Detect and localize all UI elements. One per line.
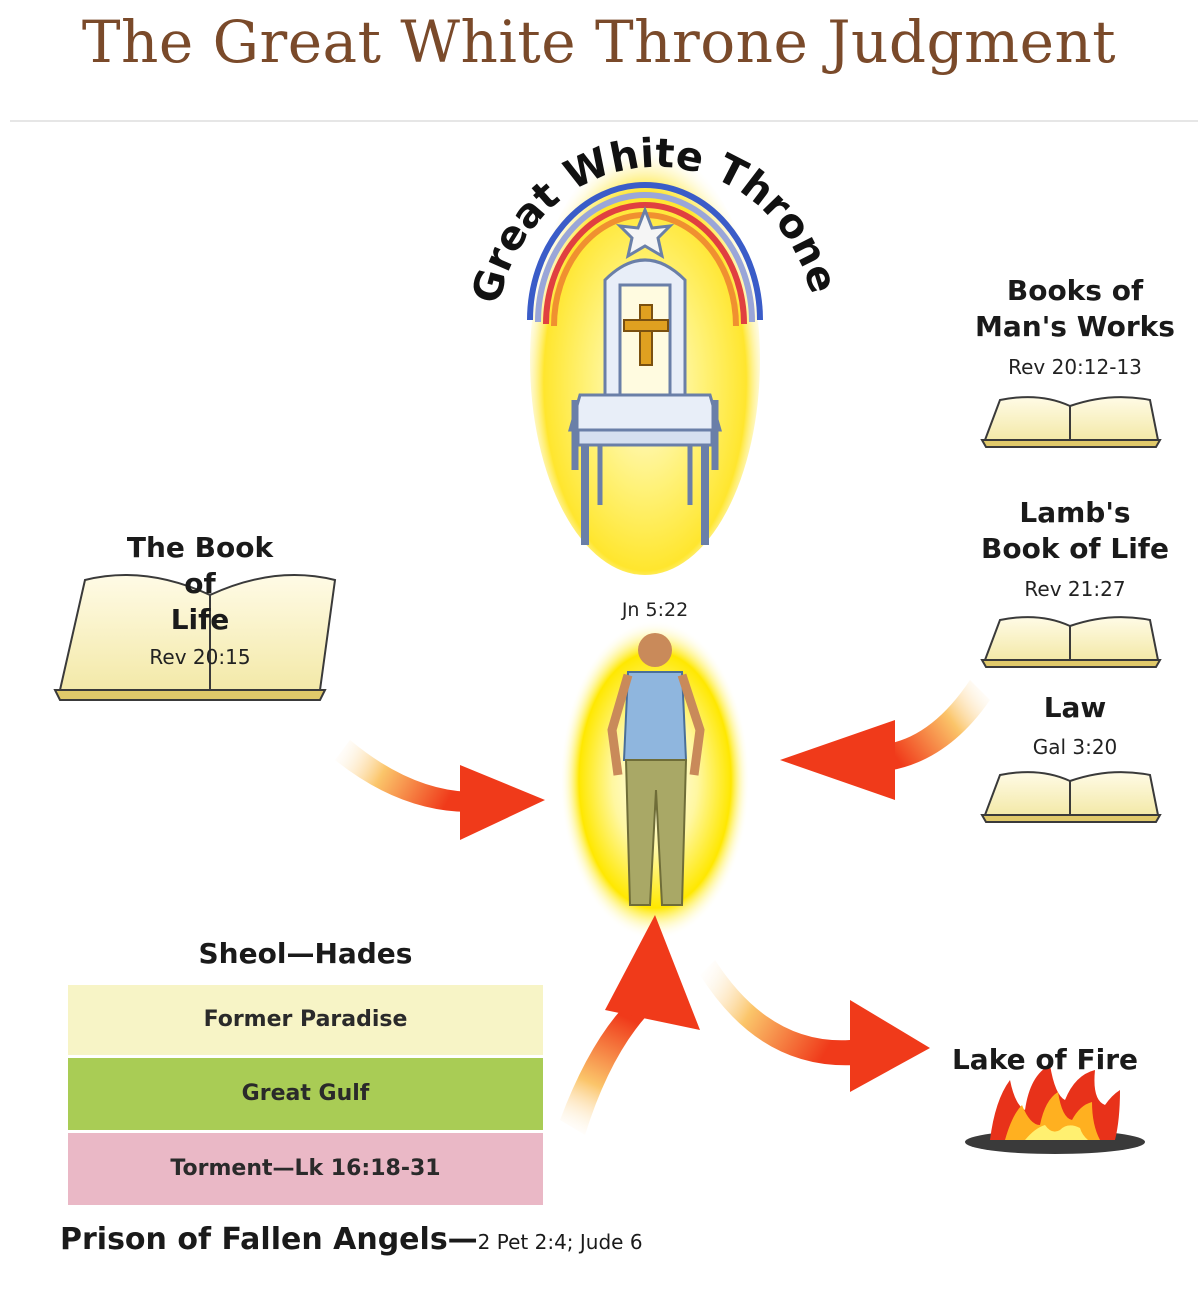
prison-label-text: Prison of Fallen Angels— — [60, 1222, 478, 1257]
cross-icon — [623, 304, 669, 366]
sheol-heading: Sheol—Hades — [198, 937, 413, 970]
law-label-line-1: Law — [1043, 691, 1107, 724]
fire-icon — [965, 1065, 1145, 1154]
arrow-to-lake-of-fire — [700, 960, 930, 1092]
lambs-book-label-line-2: Book of Life — [981, 532, 1169, 565]
book-of-life-label-line-3: Life — [170, 603, 230, 636]
prison-ref: 2 Pet 2:4; Jude 6 — [477, 1230, 643, 1254]
books-of-works-label: Books of Man's Works — [955, 273, 1195, 345]
lambs-book-ref: Rev 21:27 — [1024, 577, 1126, 601]
law-book-icon — [980, 771, 1162, 823]
lambs-book-icon — [980, 616, 1162, 668]
man-figure-icon — [607, 633, 705, 906]
sheol-band-torment — [68, 1133, 543, 1205]
lambs-book-label: Lamb's Book of Life — [955, 495, 1195, 567]
book-of-life-ref: Rev 20:15 — [149, 645, 251, 669]
sheol-band-label-former-paradise: Former Paradise — [203, 1007, 408, 1032]
page-title: The Great White Throne Judgment — [81, 8, 1117, 76]
sheol-band-label-torment: Torment—Lk 16:18-31 — [170, 1156, 441, 1181]
books-of-works-label-line-1: Books of — [1006, 274, 1144, 307]
arrow-from-sheol — [560, 915, 700, 1135]
lambs-book-label-line-1: Lamb's — [1019, 496, 1131, 529]
arrow-from-book-of-life — [335, 740, 545, 840]
books-of-works-icon — [980, 396, 1162, 448]
title-divider — [10, 120, 1198, 122]
book-of-life-label: The Book of Life — [80, 530, 320, 638]
sheol-band-label-great-gulf: Great Gulf — [241, 1081, 370, 1106]
book-of-life-label-line-2: of — [184, 567, 216, 600]
books-of-works-label-line-2: Man's Works — [975, 310, 1175, 343]
sheol-band-great-gulf — [68, 1058, 543, 1130]
center-scripture: Jn 5:22 — [621, 599, 688, 621]
prison-label: Prison of Fallen Angels—2 Pet 2:4; Jude … — [60, 1222, 643, 1257]
law-ref: Gal 3:20 — [1032, 735, 1118, 759]
sheol-band-former-paradise — [68, 985, 543, 1055]
arrow-from-right-books — [780, 680, 990, 800]
books-of-works-ref: Rev 20:12-13 — [1008, 355, 1142, 379]
law-label: Law — [955, 690, 1195, 726]
book-of-life-icon — [53, 574, 337, 701]
lake-of-fire-label: Lake of Fire — [951, 1043, 1139, 1076]
book-of-life-label-line-1: The Book — [126, 531, 274, 564]
